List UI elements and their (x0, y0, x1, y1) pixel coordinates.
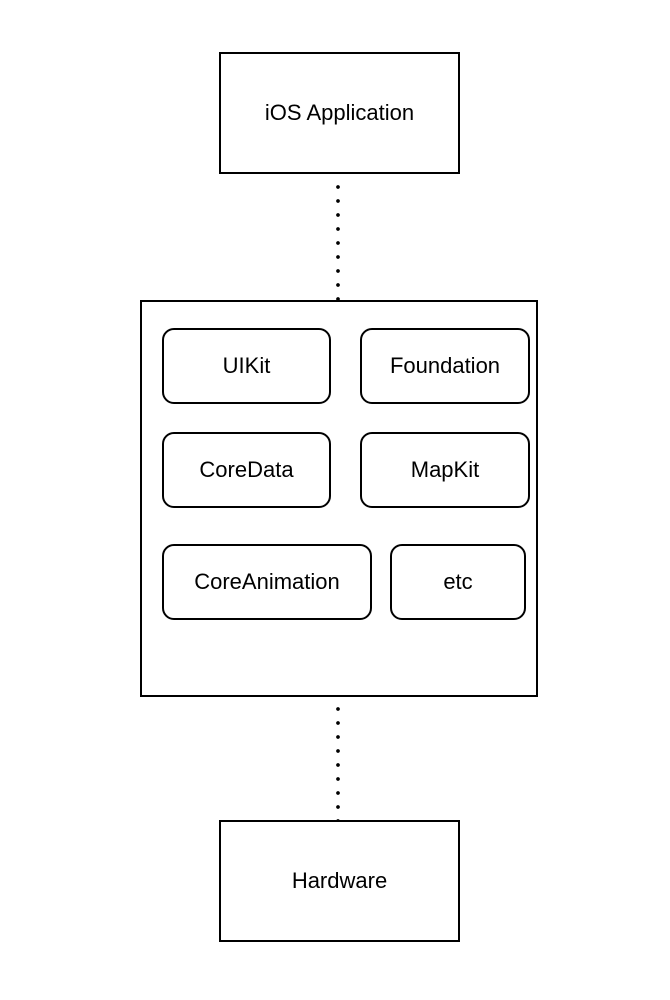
connector-frameworks-to-hardware (336, 700, 340, 820)
framework-mapkit: MapKit (360, 432, 530, 508)
framework-etc-label: etc (443, 569, 473, 594)
ios-application-label: iOS Application (264, 100, 415, 125)
framework-coreanimation: CoreAnimation (162, 544, 372, 620)
hardware-box: Hardware (219, 820, 460, 942)
framework-coreanimation-label: CoreAnimation (194, 569, 340, 594)
framework-foundation-label: Foundation (389, 353, 501, 378)
framework-coredata-label: CoreData (199, 457, 294, 482)
framework-coredata: CoreData (162, 432, 331, 508)
connector-app-to-frameworks (336, 178, 340, 300)
framework-mapkit-label: MapKit (410, 457, 480, 482)
framework-uikit: UIKit (162, 328, 331, 404)
framework-etc: etc (390, 544, 526, 620)
hardware-label: Hardware (291, 868, 388, 893)
framework-uikit-label: UIKit (222, 353, 271, 378)
framework-foundation: Foundation (360, 328, 530, 404)
ios-application-box: iOS Application (219, 52, 460, 174)
